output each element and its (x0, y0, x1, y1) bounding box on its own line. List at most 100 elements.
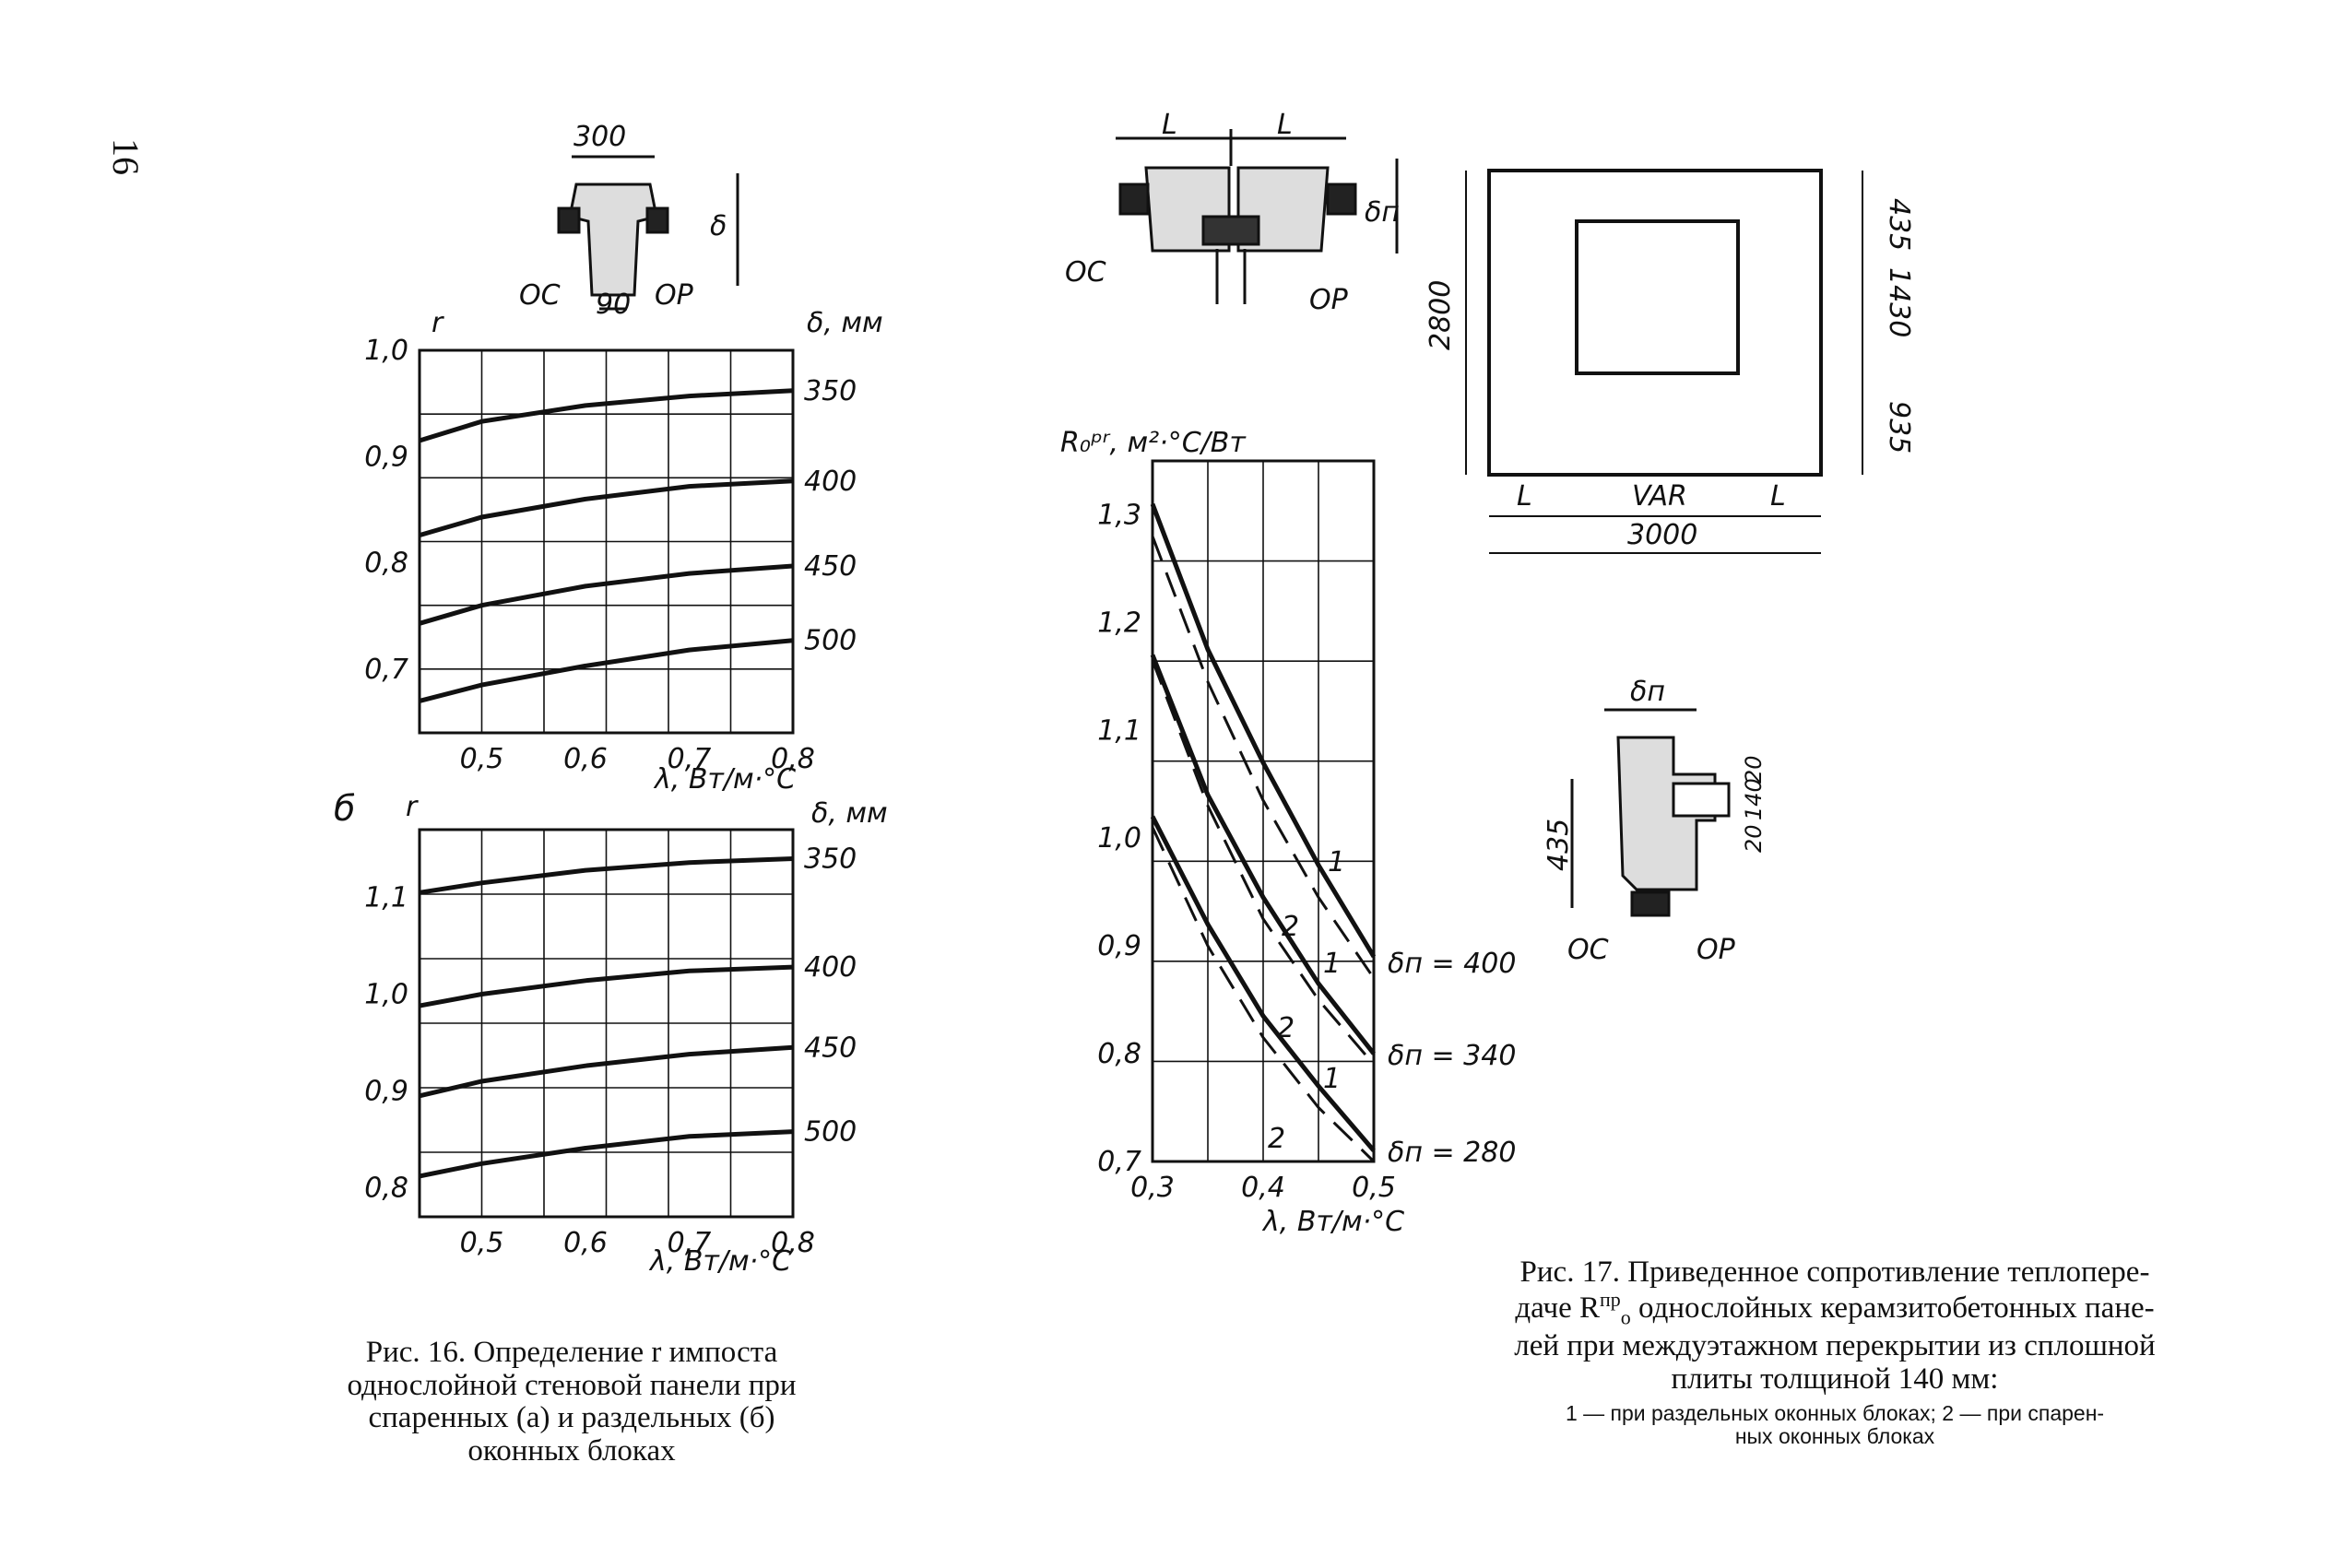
fig17-caption: Рис. 17. Приведенное сопротивление тепло… (1438, 1256, 2231, 1448)
section-height: 435 (1543, 819, 1575, 871)
x-tick-label: 0,3 (1130, 1172, 1175, 1204)
series-line (419, 1044, 794, 1099)
window-opening (1575, 219, 1740, 375)
right-tick-label: 500 (804, 1116, 857, 1149)
chart-16b-right-label: δ, мм (811, 797, 888, 830)
y-tick-label: 0,8 (364, 548, 408, 580)
series-line (419, 388, 794, 443)
y-tick-label: 0,9 (1097, 930, 1141, 962)
floor-slab (1201, 215, 1260, 246)
caption-line: лей при междуэтажном перекрытии из сплош… (1514, 1329, 2156, 1363)
series-mark: 2 (1282, 911, 1299, 943)
caption-line: плиты толщиной 140 мм: (1671, 1362, 1999, 1397)
fig16-detail (557, 155, 739, 311)
detail-bottom-dim: 90 (596, 289, 631, 321)
caption-line: спаренных (а) и раздельных (б) (368, 1401, 775, 1435)
fig17-detail-section (1570, 708, 1731, 917)
right-tick-label: 450 (804, 550, 857, 583)
caption-rest: однослойных керамзитобетонных пане- (1630, 1291, 2155, 1326)
series-line (1151, 659, 1376, 1066)
caption-line: Рис. 16. Определение r импоста (365, 1336, 778, 1369)
y-tick-label: 1,1 (1097, 714, 1141, 747)
series-mark: 2 (1277, 1012, 1295, 1044)
section-d3: 20 (1741, 824, 1767, 853)
caption-line-formula: даче Rпро однослойных керамзитобетонных … (1438, 1289, 2231, 1329)
section-delta: δп (1630, 676, 1665, 708)
panel-mid: 1430 (1883, 267, 1915, 337)
section-left-label: ОС (1567, 934, 1609, 966)
series-mark: 2 (1268, 1123, 1285, 1155)
panel-height: 2800 (1425, 280, 1457, 350)
panel-left-dim: L (1517, 480, 1532, 513)
x-tick-label: 0,8 (771, 743, 815, 775)
panel-top: 435 (1883, 198, 1915, 251)
detail-top-right-label: ОР (1309, 284, 1349, 316)
x-tick-label: 0,5 (1352, 1172, 1396, 1204)
chart-16a-right-label: δ, мм (807, 307, 883, 339)
x-tick-label: 0,6 (563, 743, 608, 775)
series-line (419, 563, 794, 626)
y-tick-label: 1,1 (364, 882, 408, 914)
window-left (1118, 183, 1150, 216)
x-tick-label: 0,5 (460, 1227, 504, 1259)
panel-bottom: 935 (1883, 401, 1915, 454)
x-tick-label: 0,4 (1241, 1172, 1285, 1204)
section-right-label: ОР (1697, 934, 1736, 966)
slab-bearing (1672, 782, 1731, 818)
caption-sub: о (1620, 1305, 1631, 1329)
legend-line: 1 — при раздельных оконных блоках; 2 — п… (1565, 1400, 2105, 1425)
window-block-left (557, 206, 581, 234)
series-line (419, 856, 794, 895)
series-line (419, 964, 794, 1008)
series-line (1151, 826, 1376, 1163)
right-tick-label: 400 (804, 951, 857, 984)
detail-top-dim-left: L (1162, 109, 1177, 141)
imposte-section (568, 183, 658, 297)
curve-label: δп = 400 (1388, 948, 1516, 980)
series-mark: 1 (1323, 948, 1341, 980)
wall-section (1616, 736, 1717, 891)
detail-top-delta: δп (1365, 196, 1400, 229)
curve-label: δп = 280 (1388, 1137, 1516, 1169)
chart-16a-x-label: λ, Вт/м·°С (653, 763, 796, 796)
y-tick-label: 0,9 (364, 441, 408, 473)
fig17-detail-top (1116, 129, 1399, 304)
y-tick-label: 1,0 (1097, 822, 1141, 855)
caption-line: Рис. 17. Приведенное сопротивление тепло… (1519, 1256, 2150, 1289)
series-line (419, 1129, 794, 1179)
detail-top-dim-right: L (1277, 109, 1293, 141)
fig16-caption: Рис. 16. Определение r импоста однослойн… (295, 1336, 848, 1468)
section-d2: 140 (1741, 778, 1767, 820)
y-tick-label: 0,7 (1097, 1146, 1141, 1178)
fig17-panel-drawing (1465, 169, 1863, 554)
panel-right-dim: L (1770, 480, 1786, 513)
series-mark: 1 (1328, 846, 1345, 878)
detail-left-label: ОС (519, 279, 561, 312)
caption-line: однослойной стеновой панели при (347, 1368, 797, 1402)
series-line (419, 638, 794, 703)
chart-16b-letter: б (334, 788, 355, 829)
caption-sup: пр (1600, 1288, 1621, 1312)
right-tick-label: 350 (804, 843, 857, 876)
x-tick-label: 0,5 (460, 743, 504, 775)
window-right (1326, 183, 1357, 216)
chart-16a-y-label: r (432, 307, 444, 339)
caption-line: оконных блоках (467, 1433, 676, 1468)
series-line (1150, 502, 1377, 959)
y-tick-label: 0,9 (364, 1076, 408, 1108)
detail-top-dim: 300 (573, 121, 626, 153)
y-tick-label: 1,0 (364, 979, 408, 1011)
curve-label: δп = 340 (1388, 1040, 1516, 1072)
chart-16b-y-label: r (406, 791, 419, 823)
series-mark: 1 (1323, 1063, 1341, 1095)
detail-top-left-label: ОС (1065, 256, 1106, 289)
detail-delta-label: δ (710, 210, 727, 242)
window-block-right (645, 206, 669, 234)
y-tick-label: 0,8 (1097, 1038, 1141, 1070)
series-line (419, 478, 794, 538)
y-tick-label: 1,2 (1097, 607, 1141, 639)
x-tick-label: 0,8 (771, 1227, 815, 1259)
